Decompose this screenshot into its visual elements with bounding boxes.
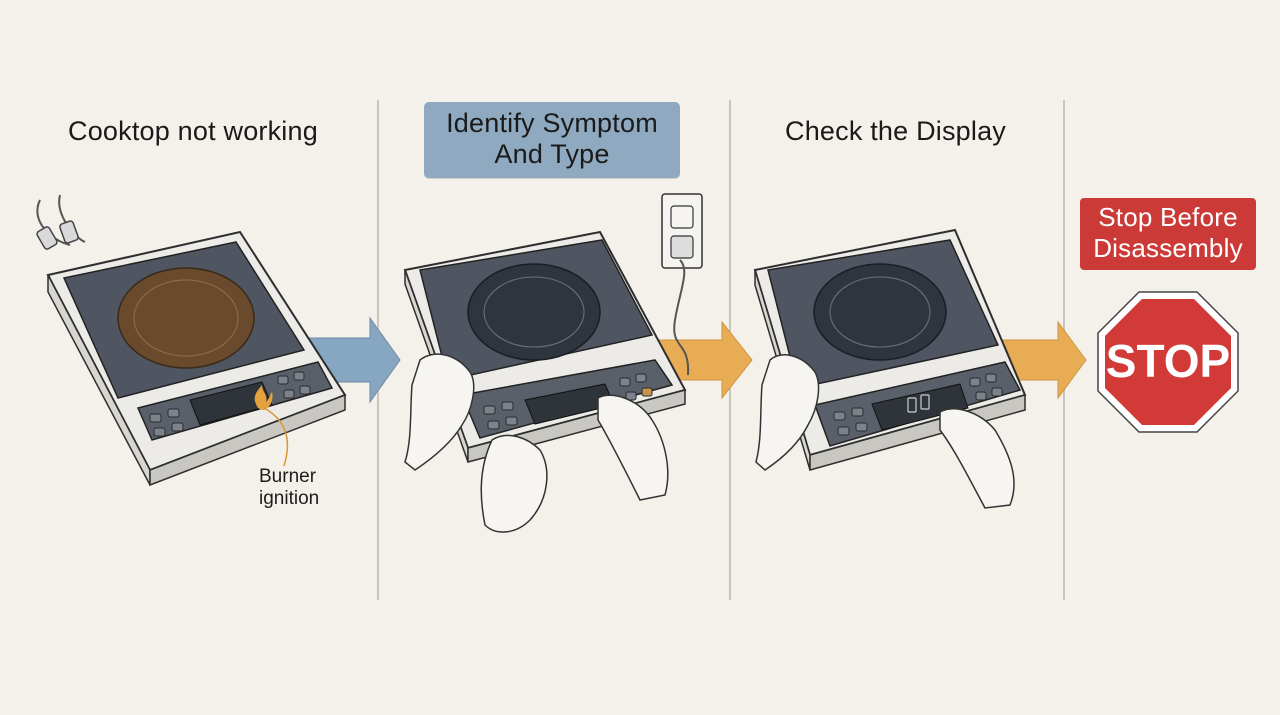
cooktop-2	[403, 193, 703, 533]
step-1-title: Cooktop not working	[68, 116, 318, 146]
gloved-hand-right	[597, 394, 669, 501]
gloved-hand-left-3	[755, 354, 820, 471]
stop-sign-icon: STOP	[1097, 291, 1239, 433]
display-panel	[189, 381, 273, 426]
stop-sign-text: STOP	[1106, 335, 1230, 387]
cooktop-3	[753, 228, 1027, 509]
gloved-hand-right-3	[939, 408, 1015, 509]
gloved-hand-bottom	[480, 434, 548, 533]
burner-hot	[117, 267, 255, 369]
cooktop-1	[36, 194, 347, 487]
display-digits-icon	[907, 394, 930, 413]
step-4-title: Stop Before Disassembly	[1080, 198, 1256, 270]
gloved-hand-left	[404, 353, 475, 471]
flame-icon	[254, 385, 273, 410]
display-panel-3	[871, 383, 969, 431]
step-3-title: Check the Display	[785, 116, 1006, 146]
burner-ignition-label: Burner ignition	[259, 466, 320, 509]
step-2-title: Identify Symptom And Type	[424, 102, 680, 178]
